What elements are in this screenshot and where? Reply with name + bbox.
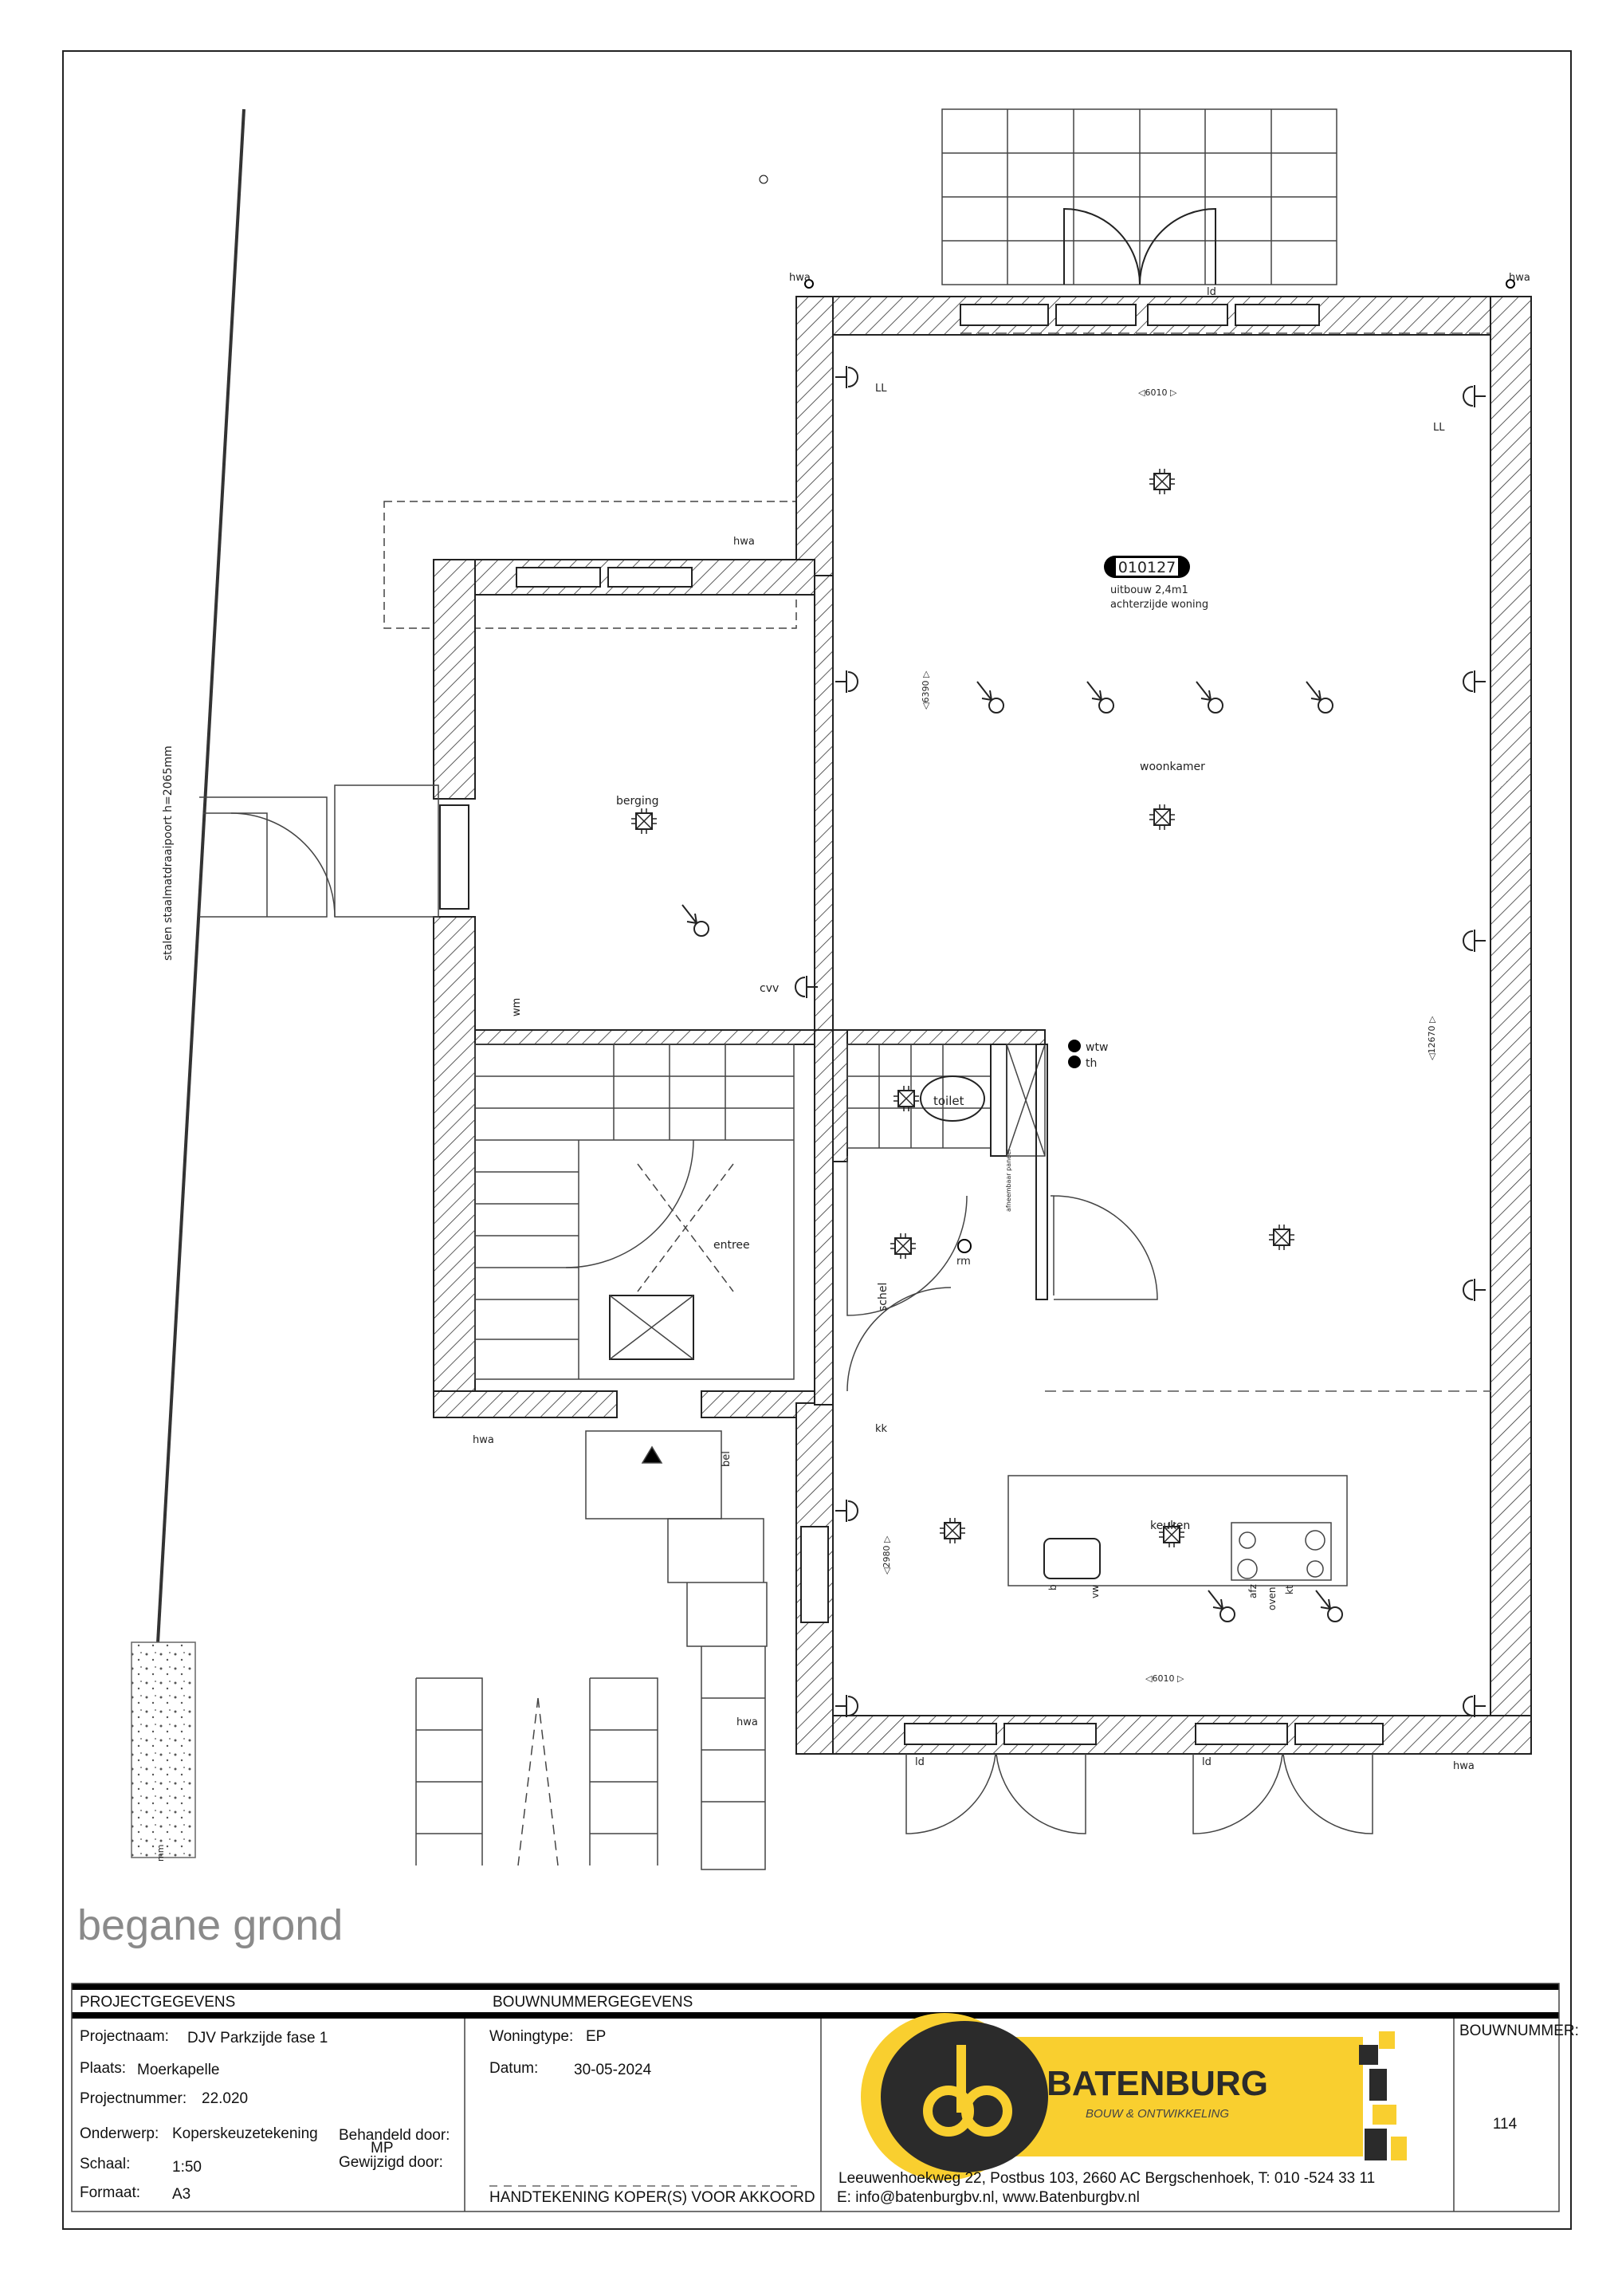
- batenburg-logo: BATENBURG BOUW & ONTWIKKELING: [861, 2013, 1407, 2180]
- room-label-berging: berging: [616, 795, 659, 808]
- label-vw: vw: [1090, 1585, 1101, 1598]
- datum-value: 30-05-2024: [574, 2062, 652, 2078]
- company-address: Leeuwenhoekweg 22, Postbus 103, 2660 AC …: [838, 2170, 1375, 2187]
- option-tag: 010127 uitbouw 2,4m1 achterzijde woning: [1104, 556, 1208, 611]
- label-hwa: hwa: [789, 272, 811, 284]
- gravel-strip: [131, 1641, 196, 1858]
- onderwerp-value: Koperskeuzetekening: [172, 2125, 318, 2142]
- walls: [433, 296, 1532, 1755]
- label-kt: kt: [1284, 1585, 1295, 1594]
- staircase: [474, 1044, 795, 1380]
- label-ld: ld: [1202, 1756, 1212, 1768]
- woningtype-value: EP: [586, 2028, 606, 2045]
- bouwnummer-header: BOUWNUMMERGEGEVENS: [493, 1994, 693, 2011]
- dimension-bottom-width: ◁6010 ▷: [1145, 1673, 1184, 1684]
- dimension-kitchen-depth: ◁2980 ▷: [882, 1535, 892, 1575]
- project-header: PROJECTGEGEVENS: [80, 1994, 235, 2011]
- bouwnummer-value: 114: [1493, 2116, 1518, 2133]
- label-hwa: hwa: [1453, 1760, 1475, 1772]
- sheet-frame: [62, 50, 1572, 2230]
- dimension-total-depth: ◁12670 ▷: [1427, 1016, 1437, 1060]
- label-hwa: hwa: [736, 1716, 758, 1728]
- garden-doors: [905, 1753, 1373, 1834]
- room-label-entree: entree: [713, 1239, 750, 1252]
- behandeld-value: MP: [371, 2140, 394, 2156]
- windows: [439, 304, 1384, 1745]
- garden-gate: [199, 784, 439, 918]
- terrace-tiles: [941, 108, 1337, 285]
- label-ll: LL: [1433, 422, 1445, 434]
- room-label-woonkamer: woonkamer: [1140, 761, 1205, 773]
- datum-label: Datum:: [489, 2060, 538, 2077]
- title-block: PROJECTGEGEVENS BOUWNUMMERGEGEVENS Proje…: [71, 1983, 1579, 2212]
- plaats-value: Moerkapelle: [137, 2062, 220, 2078]
- label-hwa: hwa: [1509, 272, 1530, 284]
- label-wtw: wtw: [1086, 1041, 1108, 1054]
- front-steps: [585, 1430, 768, 1870]
- label-ll: LL: [875, 383, 887, 395]
- schaal-value: 1:50: [172, 2159, 202, 2176]
- label-panel: afneembaar paneel: [1005, 1150, 1012, 1212]
- label-schel: schel: [877, 1283, 890, 1311]
- woningtype-label: Woningtype:: [489, 2028, 573, 2045]
- gravel-note: mm: [155, 1845, 166, 1862]
- schaal-label: Schaal:: [80, 2156, 130, 2172]
- label-kk: kk: [875, 1423, 888, 1435]
- projectnummer-value: 22.020: [202, 2090, 248, 2107]
- dimension-woonkamer-depth: ◁6390 ▷: [921, 670, 931, 710]
- label-wm: wm: [511, 998, 523, 1016]
- label-oven: oven: [1267, 1587, 1278, 1610]
- projectnummer-label: Projectnummer:: [80, 2090, 187, 2107]
- formaat-value: A3: [172, 2186, 190, 2203]
- company-tagline: BOUW & ONTWIKKELING: [1086, 2107, 1229, 2121]
- option-line1: uitbouw 2,4m1: [1110, 584, 1188, 596]
- label-th: th: [1086, 1057, 1097, 1070]
- option-line2: achterzijde woning: [1110, 599, 1208, 611]
- projectnaam-value: DJV Parkzijde fase 1: [187, 2030, 328, 2046]
- dimension-top-width: ◁6010 ▷: [1138, 387, 1177, 398]
- label-rm: rm: [956, 1256, 971, 1268]
- label-cvv: cvv: [760, 982, 779, 995]
- option-code: 010127: [1118, 559, 1176, 576]
- label-ld: ld: [915, 1756, 925, 1768]
- fence-line: [131, 108, 245, 1858]
- label-afz: afz: [1247, 1584, 1259, 1598]
- drawing-title: begane grond: [77, 1901, 343, 1949]
- label-b: b: [1047, 1584, 1058, 1590]
- room-label-toilet: toilet: [933, 1094, 964, 1108]
- label-hwa: hwa: [473, 1434, 494, 1446]
- toilet-room: [846, 1044, 1048, 1316]
- projectnaam-label: Projectnaam:: [80, 2028, 169, 2045]
- electrical-fixtures: [630, 175, 1515, 1718]
- label-ld: ld: [1207, 286, 1216, 298]
- label-hwa: hwa: [733, 536, 755, 548]
- meterkast-door: [1051, 1195, 1158, 1300]
- room-label-keuken: keuken: [1150, 1520, 1190, 1532]
- parking-area: [415, 1677, 658, 1866]
- onderwerp-label: Onderwerp:: [80, 2125, 159, 2142]
- dashed-reference-lines: [960, 332, 1491, 1392]
- bouwnummer-label: BOUWNUMMER:: [1459, 2023, 1579, 2039]
- plaats-label: Plaats:: [80, 2060, 126, 2077]
- formaat-label: Formaat:: [80, 2184, 140, 2201]
- label-bel: bel: [721, 1451, 732, 1467]
- company-contact: E: info@batenburgbv.nl, www.Batenburgbv.…: [837, 2189, 1140, 2206]
- gewijzigd-label: Gewijzigd door:: [339, 2154, 443, 2171]
- gate-note: stalen staalmatdraaipoort h=2065mm: [162, 745, 175, 961]
- kitchen-island: [1007, 1475, 1348, 1586]
- signature-label: HANDTEKENING KOPER(S) VOOR AKKOORD: [489, 2189, 815, 2206]
- behandeld-label: Behandeld door:: [339, 2127, 450, 2144]
- company-name: BATENBURG: [1047, 2064, 1268, 2103]
